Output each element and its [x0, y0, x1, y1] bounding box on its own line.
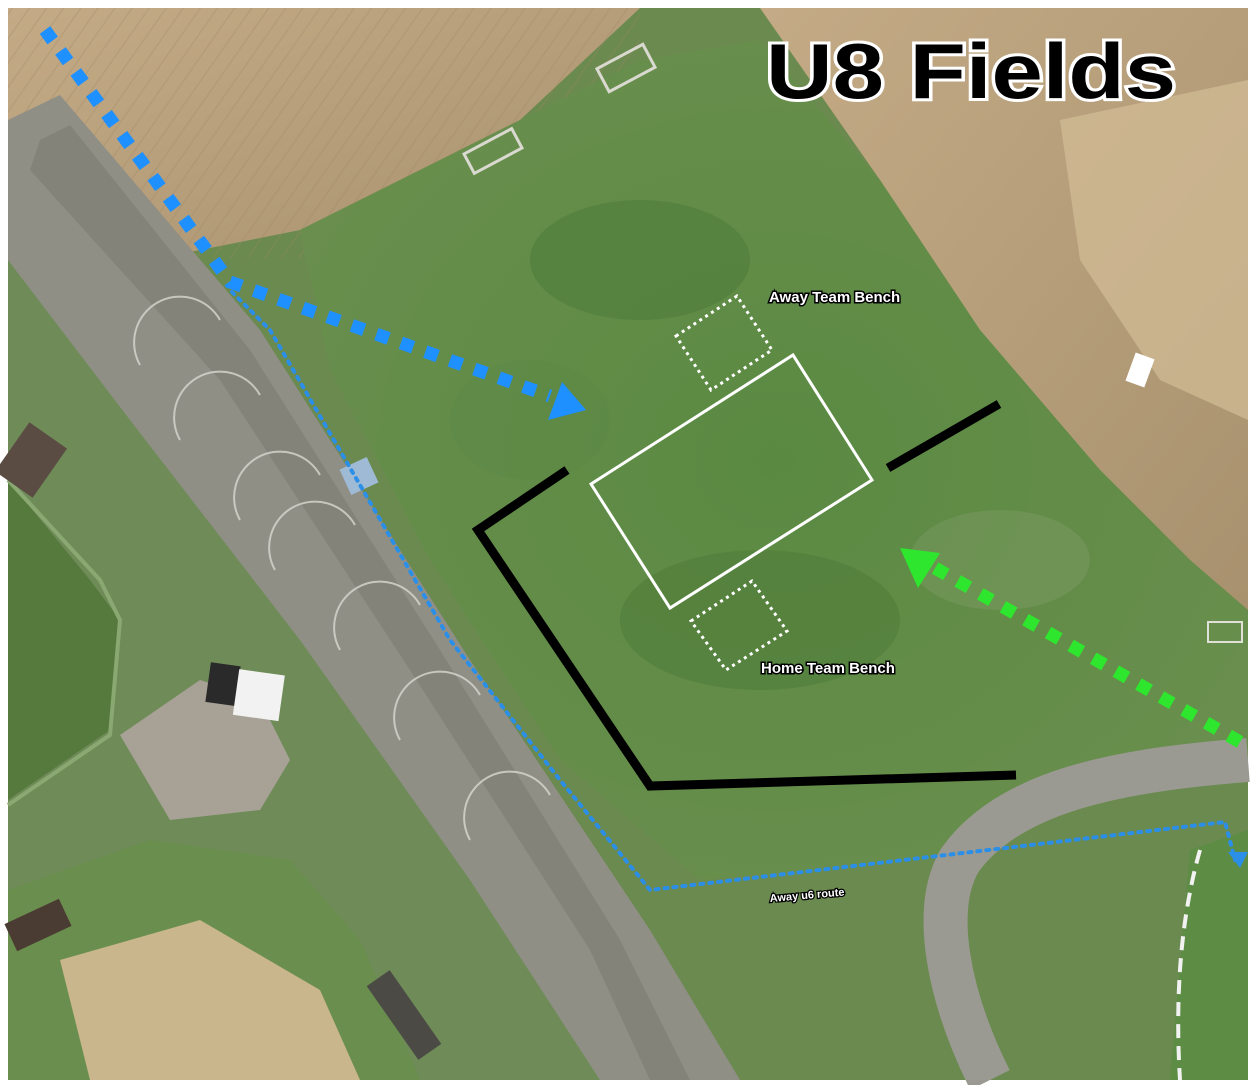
goal-icon: [1125, 352, 1155, 388]
goal-icon: [461, 42, 658, 176]
blue-route-line: [39, 26, 553, 403]
field-lower-left: [8, 480, 120, 800]
arrow-head-icon: [1228, 852, 1248, 868]
away-u6-route-line: [230, 290, 1237, 893]
green-route-line: [931, 562, 1244, 748]
barrier-lines: [471, 400, 1017, 791]
arrow-head-icon: [548, 382, 586, 420]
home-team-bench-label: Home Team Bench: [761, 660, 895, 677]
road-markings: [133, 295, 551, 841]
home-team-bench-area: [688, 578, 790, 673]
goal-icon: [1207, 621, 1243, 643]
terrain: [0, 8, 1250, 1085]
building-icon: [205, 662, 285, 722]
away-team-bench-label: Away Team Bench: [769, 289, 900, 306]
map-title: U8 Fields: [766, 27, 1176, 115]
u8-field-outline: [588, 352, 875, 611]
road-curve: [923, 738, 1250, 1085]
arrow-head-icon: [900, 548, 940, 588]
away-team-bench-area: [673, 293, 775, 393]
